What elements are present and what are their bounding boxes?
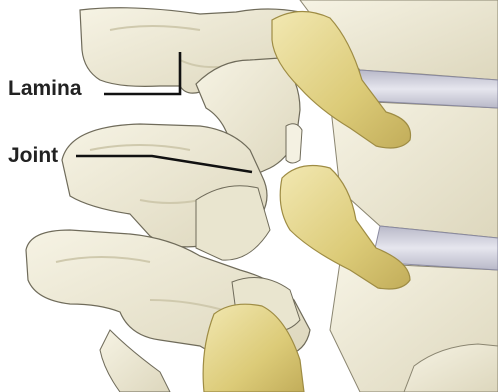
lamina-label: Lamina xyxy=(8,77,82,101)
joint-label: Joint xyxy=(8,144,58,168)
